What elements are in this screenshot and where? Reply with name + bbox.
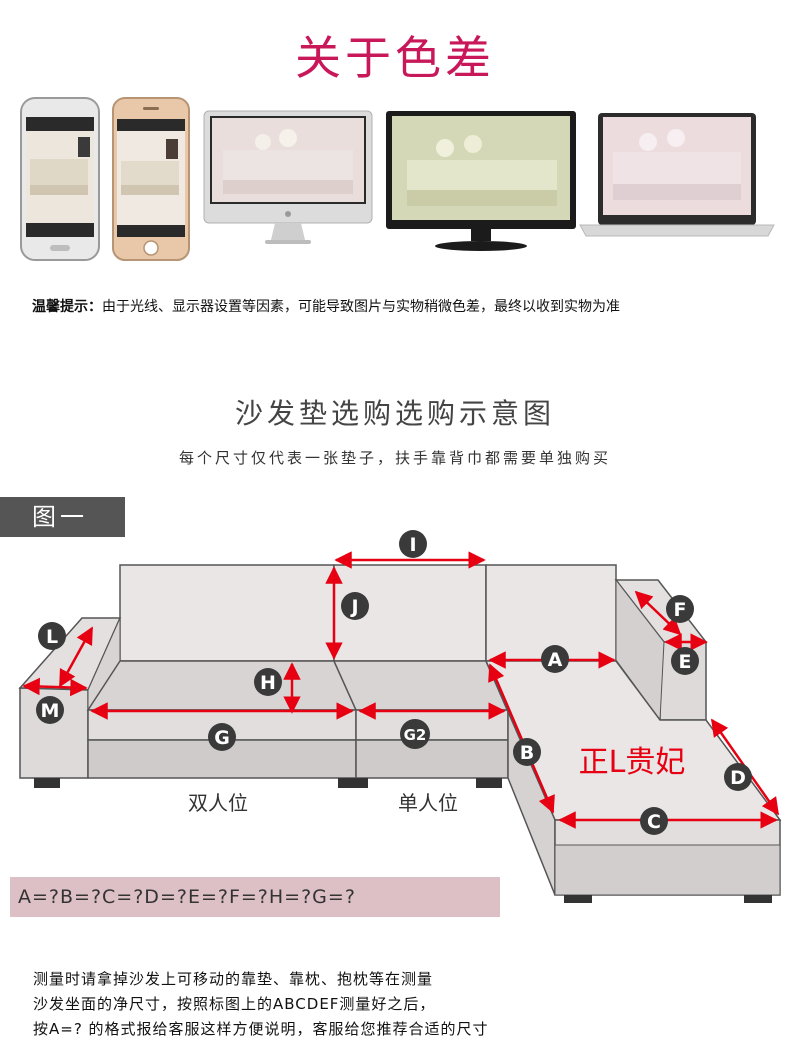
marker-c: C xyxy=(640,807,668,835)
iphone-image xyxy=(112,97,190,261)
monitor-image xyxy=(386,111,576,251)
measurement-lines xyxy=(22,551,780,829)
color-tip-label: 温馨提示： xyxy=(32,299,102,315)
android-phone-image xyxy=(20,97,100,261)
svg-text:A: A xyxy=(548,649,563,671)
svg-text:B: B xyxy=(520,742,534,764)
marker-l: L xyxy=(38,622,66,650)
size-formula: A=?B=?C=?D=?E=?F=?H=?G=? xyxy=(10,877,500,917)
svg-text:G2: G2 xyxy=(404,726,427,744)
svg-text:M: M xyxy=(41,700,60,722)
section-title: 沙发垫选购选购示意图 xyxy=(234,397,555,430)
svg-text:C: C xyxy=(647,811,661,833)
svg-text:I: I xyxy=(409,534,416,556)
svg-text:J: J xyxy=(349,596,358,618)
svg-text:H: H xyxy=(260,672,276,694)
double-seat-label: 双人位 xyxy=(188,791,248,815)
section-subtitle: 每个尺寸仅代表一张垫子，扶手靠背巾都需要单独购买 xyxy=(178,449,611,467)
figure-tab: 图一 xyxy=(0,497,125,537)
marker-i: I xyxy=(399,530,427,558)
color-tip: 温馨提示：由于光线、显示器设置等因素，可能导致图片与实物稍微色差，最终以收到实物… xyxy=(32,296,620,316)
single-seat-label: 单人位 xyxy=(398,791,458,815)
svg-text:F: F xyxy=(674,599,687,621)
color-tip-text: 由于光线、显示器设置等因素，可能导致图片与实物稍微色差，最终以收到实物为准 xyxy=(102,299,620,315)
svg-text:E: E xyxy=(679,651,692,673)
marker-b: B xyxy=(513,738,541,766)
marker-m: M xyxy=(36,696,64,724)
svg-text:L: L xyxy=(46,626,58,648)
note-line-3: 按A=? 的格式报给客服这样方便说明，客服给您推荐合适的尺寸 xyxy=(33,1020,489,1038)
marker-j: J xyxy=(341,592,369,620)
svg-text:D: D xyxy=(730,767,746,789)
imac-image xyxy=(203,110,373,244)
marker-g: G xyxy=(208,723,236,751)
sofa-seat xyxy=(86,660,510,779)
marker-g2: G2 xyxy=(400,719,430,749)
svg-text:G: G xyxy=(214,727,230,749)
marker-f: F xyxy=(666,595,694,623)
note-line-1: 测量时请拿掉沙发上可移动的靠垫、靠枕、抱枕等在测量 xyxy=(33,970,434,988)
page-title: 关于色差 xyxy=(295,31,495,85)
marker-d: D xyxy=(724,763,752,791)
sofa-diagram: I J F L A E H M G G2 B D C 正L贵妃 双人位 单人位 xyxy=(18,530,782,903)
sofa-backrest xyxy=(119,564,617,662)
marker-a: A xyxy=(541,645,569,673)
note-line-2: 沙发坐面的净尺寸，按照标图上的ABCDEF测量好之后， xyxy=(33,995,436,1013)
brand-label: 正L贵妃 xyxy=(579,745,686,780)
laptop-image xyxy=(579,113,775,237)
marker-e: E xyxy=(671,647,699,675)
marker-h: H xyxy=(254,668,282,696)
